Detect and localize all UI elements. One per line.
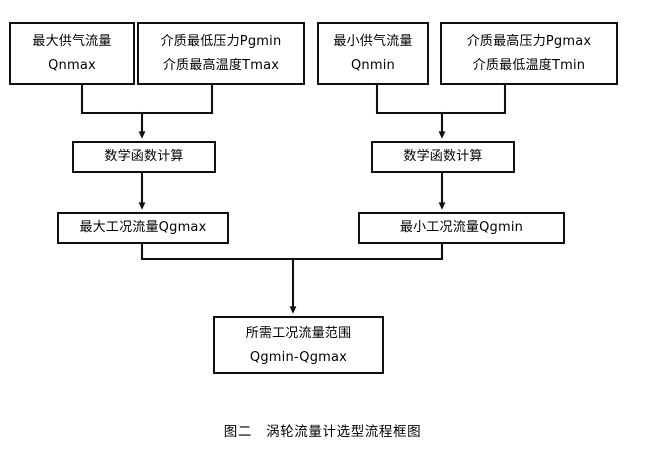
node-required-working-flow-range: 所需工况流量范围 Qgmin-Qgmax xyxy=(213,316,384,374)
node-max-supply-flow-line1: 最大供气流量 xyxy=(32,34,112,50)
node-min-working-flow-qgmin: 最小工况流量Qgmin xyxy=(358,212,565,244)
node-min-temperature-line: 介质最低温度Tmin xyxy=(472,58,586,73)
node-max-working-flow-qgmax-label: 最大工况流量Qgmax xyxy=(79,220,207,236)
edge-left-inputs-merge xyxy=(80,83,214,115)
node-max-supply-flow-line2: Qnmax xyxy=(48,58,96,73)
node-max-temperature-line: 介质最高温度Tmax xyxy=(162,58,280,73)
node-math-function-calculation-left-label: 数学函数计算 xyxy=(104,149,184,165)
node-max-pressure-min-temperature: 介质最高压力Pgmax 介质最低温度Tmin xyxy=(440,22,618,85)
node-max-working-flow-qgmax: 最大工况流量Qgmax xyxy=(57,212,229,244)
node-max-supply-flow: 最大供气流量 Qnmax xyxy=(9,22,135,85)
node-min-supply-flow-line2: Qnmin xyxy=(351,58,395,73)
edge-right-inputs-merge xyxy=(375,83,507,115)
figure-caption: 图二 涡轮流量计选型流程框图 xyxy=(223,424,422,440)
node-min-working-flow-qgmin-label: 最小工况流量Qgmin xyxy=(399,220,524,236)
node-math-function-calculation-left: 数学函数计算 xyxy=(72,141,216,173)
node-min-supply-flow-line1: 最小供气流量 xyxy=(333,34,413,50)
edge-results-merge xyxy=(140,242,444,261)
node-math-function-calculation-right-label: 数学函数计算 xyxy=(403,149,483,165)
node-required-working-flow-range-line1: 所需工况流量范围 xyxy=(245,325,352,341)
node-min-pressure-max-temperature: 介质最低压力Pgmin 介质最高温度Tmax xyxy=(137,22,305,85)
node-max-pressure-line: 介质最高压力Pgmax xyxy=(466,34,592,50)
node-min-supply-flow: 最小供气流量 Qnmin xyxy=(317,22,429,85)
node-required-working-flow-range-line2: Qgmin-Qgmax xyxy=(249,349,348,365)
node-math-function-calculation-right: 数学函数计算 xyxy=(371,141,515,173)
node-min-pressure-line: 介质最低压力Pgmin xyxy=(160,34,282,50)
